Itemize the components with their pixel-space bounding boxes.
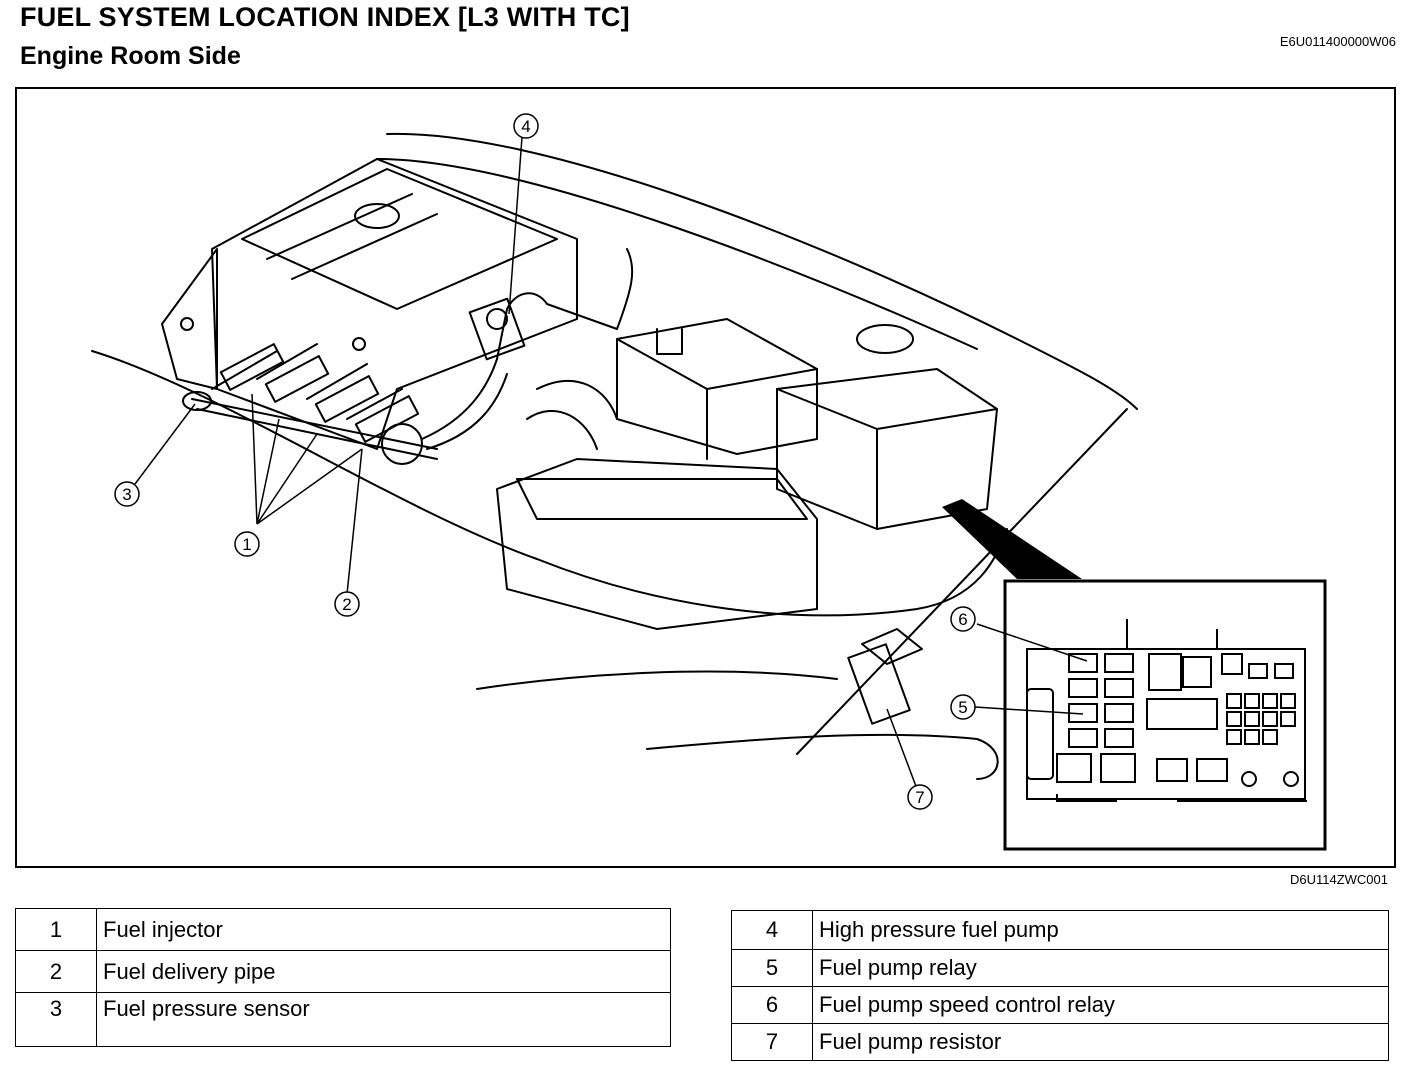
legend-label: Fuel pump relay bbox=[812, 949, 1389, 987]
engine-front bbox=[161, 248, 218, 390]
pipe-flange bbox=[381, 423, 423, 465]
engine-room-drawing: 1 2 3 4 5 6 7 bbox=[91, 113, 1327, 851]
legend-table-left: 1 Fuel injector 2 Fuel delivery pipe 3 F… bbox=[15, 908, 671, 1047]
callouts bbox=[114, 113, 976, 810]
callout-4-label: 4 bbox=[521, 117, 530, 136]
battery bbox=[616, 318, 818, 455]
document-code: E6U011400000W06 bbox=[1279, 34, 1396, 49]
callout-5 bbox=[950, 694, 976, 720]
hp-fuel-pump bbox=[468, 297, 526, 361]
air-cleaner-lid bbox=[516, 478, 808, 520]
callout-3-label: 3 bbox=[122, 485, 131, 504]
air-intake-hose bbox=[526, 379, 618, 450]
engine-head-top bbox=[241, 168, 558, 310]
floor-line bbox=[476, 670, 838, 690]
callout-4 bbox=[513, 113, 539, 139]
engine-block bbox=[211, 158, 578, 450]
legend-number: 4 bbox=[731, 910, 813, 950]
body-outline bbox=[386, 132, 1138, 410]
fuel-line bbox=[421, 248, 634, 440]
legend-number: 6 bbox=[731, 986, 813, 1024]
air-cleaner-box bbox=[496, 458, 818, 630]
figure-code: D6U114ZWC001 bbox=[1289, 872, 1388, 887]
hp-pump-port bbox=[486, 308, 508, 330]
pressure-sensor bbox=[182, 391, 212, 411]
callout-5-label: 5 bbox=[958, 698, 967, 717]
legend-number: 5 bbox=[731, 949, 813, 987]
callout-2-label: 2 bbox=[342, 595, 351, 614]
table-row: 6 Fuel pump speed control relay bbox=[731, 986, 1389, 1024]
legend-number: 3 bbox=[15, 992, 97, 1047]
battery-terminal bbox=[656, 328, 683, 355]
fuel-delivery-pipe bbox=[191, 398, 438, 460]
engine-head-rib bbox=[266, 193, 438, 280]
legend-label: Fuel pump speed control relay bbox=[812, 986, 1389, 1024]
legend-label: Fuel pressure sensor bbox=[96, 992, 671, 1047]
inset-pointer bbox=[942, 499, 1082, 579]
oil-cap bbox=[354, 203, 400, 229]
legend-label: Fuel delivery pipe bbox=[96, 950, 671, 993]
table-row: 2 Fuel delivery pipe bbox=[15, 950, 671, 993]
fuse-block-inset bbox=[1003, 579, 1327, 851]
lower-body-line bbox=[91, 350, 1008, 617]
callout-6 bbox=[950, 606, 976, 632]
strut-top bbox=[856, 324, 914, 354]
legend-table-right: 4 High pressure fuel pump 5 Fuel pump re… bbox=[731, 910, 1389, 1061]
fuse-slots bbox=[1056, 653, 1299, 787]
legend-number: 2 bbox=[15, 950, 97, 993]
fuse-block-lid bbox=[776, 388, 998, 530]
legend-label: Fuel pump resistor bbox=[812, 1023, 1389, 1061]
callout-1-label: 1 bbox=[242, 535, 251, 554]
legend-label: High pressure fuel pump bbox=[812, 910, 1389, 950]
table-row: 7 Fuel pump resistor bbox=[731, 1023, 1389, 1061]
fuel-injectors bbox=[211, 343, 420, 443]
page-subtitle: Engine Room Side bbox=[20, 42, 241, 70]
engine-room-figure: 1 2 3 4 5 6 7 bbox=[15, 87, 1396, 868]
callout-1 bbox=[234, 531, 260, 557]
table-row: 4 High pressure fuel pump bbox=[731, 910, 1389, 950]
callout-6-label: 6 bbox=[958, 610, 967, 629]
table-row: 3 Fuel pressure sensor bbox=[15, 992, 671, 1047]
table-row: 1 Fuel injector bbox=[15, 908, 671, 951]
callout-7 bbox=[907, 784, 933, 810]
fuel-pump-resistor-body bbox=[847, 643, 911, 725]
page-title: FUEL SYSTEM LOCATION INDEX [L3 WITH TC] bbox=[20, 2, 630, 32]
battery-top bbox=[616, 338, 818, 460]
bolt bbox=[352, 337, 366, 351]
panel-diagonal bbox=[796, 408, 1128, 755]
legend-number: 7 bbox=[731, 1023, 813, 1061]
body-outline-inner bbox=[376, 158, 978, 350]
callout-3 bbox=[114, 481, 140, 507]
fuse-block-housing bbox=[776, 368, 998, 530]
floor-line-2 bbox=[646, 733, 999, 780]
table-row: 5 Fuel pump relay bbox=[731, 949, 1389, 987]
legend-label: Fuel injector bbox=[96, 908, 671, 951]
bolt bbox=[180, 317, 194, 331]
callout-2 bbox=[334, 591, 360, 617]
callout-7-label: 7 bbox=[915, 788, 924, 807]
leader-lines bbox=[134, 136, 1088, 790]
fuel-line-2 bbox=[426, 373, 508, 450]
legend-number: 1 bbox=[15, 908, 97, 951]
fuel-pump-resistor-top bbox=[861, 628, 923, 665]
